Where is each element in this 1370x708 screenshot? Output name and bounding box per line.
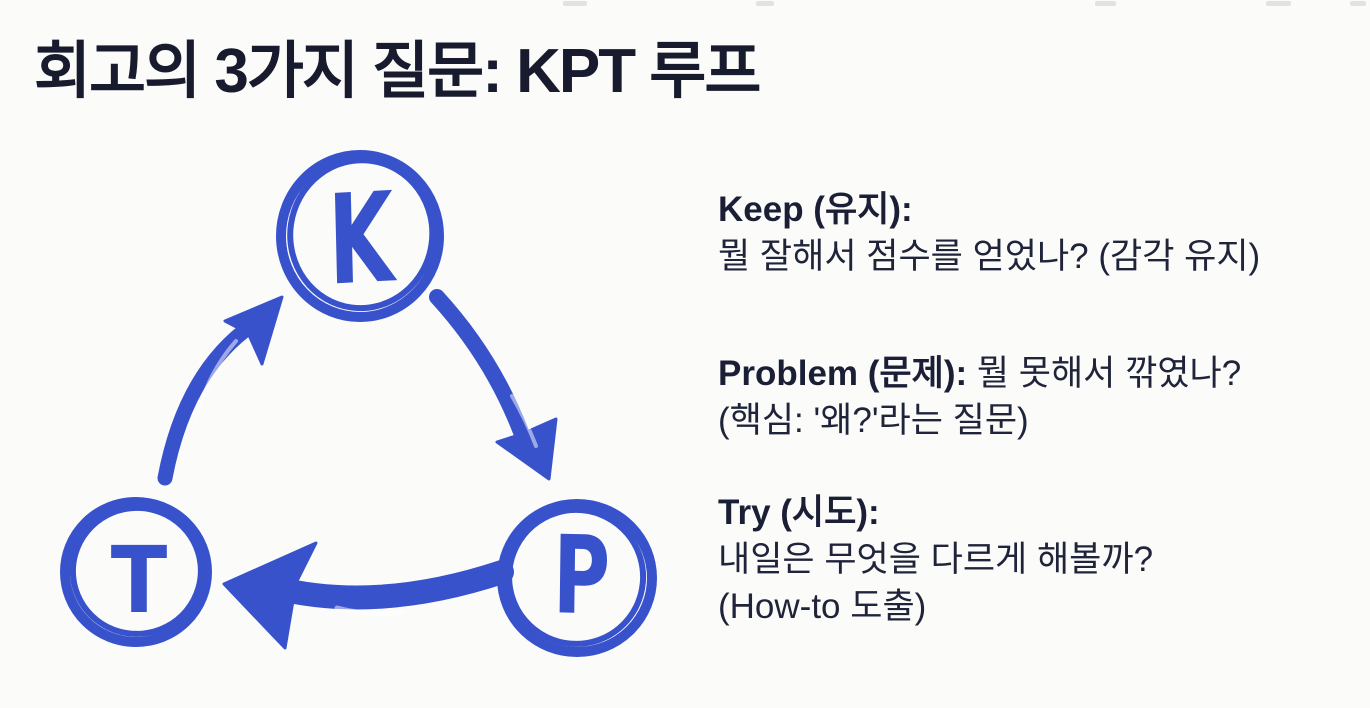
node-p-label: P — [552, 514, 611, 640]
arrow-k-to-p — [429, 289, 558, 481]
top-edge-artifact — [1350, 1, 1366, 6]
try-body: 내일은 무엇을 다르게 해볼까? — [718, 540, 1154, 579]
node-p: P — [497, 499, 657, 657]
keep-heading: Keep (유지): — [718, 190, 913, 229]
page-title: 회고의 3가지 질문: KPT 루프 — [34, 37, 761, 106]
top-edge-artifact — [1266, 1, 1291, 6]
node-t: T — [60, 497, 212, 647]
legend-try: Try (시도): 내일은 무엇을 다르게 해볼까? (How-to 도출) — [718, 489, 1348, 630]
try-heading: Try (시도): — [718, 493, 880, 532]
problem-body-inline: 뭘 못해서 깎였나? — [967, 354, 1242, 393]
legend-problem: Problem (문제): 뭘 못해서 깎였나? (핵심: '왜?'라는 질문) — [718, 350, 1348, 444]
node-t-label: T — [111, 527, 168, 634]
top-edge-artifact — [756, 1, 774, 6]
node-k: K — [276, 150, 444, 322]
problem-body2: (핵심: '왜?'라는 질문) — [718, 401, 1029, 440]
top-edge-artifact — [1095, 1, 1116, 6]
keep-body: 뭘 잘해서 점수를 얻었나? (감각 유지) — [718, 237, 1261, 276]
problem-line1: Problem (문제): 뭘 못해서 깎였나? — [718, 350, 1348, 397]
top-edge-artifact — [563, 1, 587, 6]
legend-keep: Keep (유지): 뭘 잘해서 점수를 얻었나? (감각 유지) — [718, 186, 1348, 280]
problem-heading: Problem (문제): — [718, 354, 968, 393]
node-k-label: K — [327, 167, 399, 314]
arrow-t-to-k — [157, 295, 284, 486]
arrow-p-to-t — [222, 541, 514, 650]
try-body2: (How-to 도출) — [718, 587, 927, 626]
